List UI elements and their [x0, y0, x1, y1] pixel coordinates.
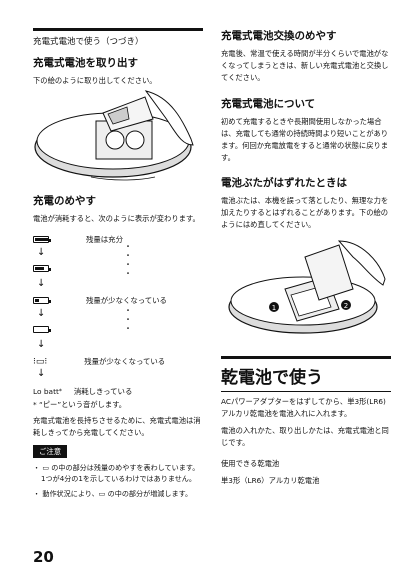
right-column: 充電式電池交換のめやす 充電後、常温で使える時間が半分くらいで電池がなくなってし… [221, 0, 391, 487]
remove-heading: 充電式電池を取り出す [33, 57, 138, 69]
note-item: ・ 動作状況により、▭ の中の部分が増減します。 [33, 489, 193, 498]
title-rule [221, 391, 391, 392]
battery-three-quarter-row [33, 265, 53, 272]
down-arrow-icon: ↓ [37, 308, 46, 319]
about-text: 初めて充電するときや長期間使用しなかった場合は、充電しても通常の持続時間より短い… [221, 117, 389, 162]
section-bar [221, 356, 391, 359]
note-label: ご注意 [33, 445, 68, 458]
blinking-battery-icon: ⁝▭⁝ [33, 356, 48, 367]
lobatt-label: Lo batt [33, 387, 59, 396]
usable-heading: 使用できる乾電池 [221, 459, 280, 468]
replace-heading: 充電式電池交換のめやす [221, 30, 337, 42]
dry-text-2: 電池の入れかた、取り出しかたは、充電式電池と同じです。 [221, 426, 389, 447]
svg-text:2: 2 [344, 302, 348, 310]
battery-low-row: 残量が少なくなっている [33, 295, 167, 306]
page-number: 20 [33, 548, 54, 566]
lobatt-text: 消耗しきっている [73, 387, 133, 396]
recharge-text: 充電式電池を長持ちさせるために、充電式電池は消耗しきってから充電してください。 [33, 416, 201, 437]
replace-text: 充電後、常温で使える時間が半分くらいで電池がなくなってしまうときは、新しい充電式… [221, 49, 389, 82]
lid-text: 電池ぶたは、本機を誤って落としたり、無理な力を加えたりするとはずれることがありま… [221, 196, 389, 229]
lobatt-row: Lo batt* 消耗しきっている [33, 387, 133, 396]
section-title: 充電式電池で使う（つづき） [33, 37, 144, 47]
beep-text: * “ピー”という音がします。 [33, 400, 127, 409]
battery-blink-row: ⁝▭⁝ 残量が少なくなっている [33, 356, 165, 367]
remove-text: 下の絵のように取り出してください。 [33, 76, 157, 85]
battery-three-quarter-icon [33, 265, 51, 272]
battery-full-row: 残量は充分 [33, 234, 123, 245]
dry-text-1: ACパワーアダプターをはずしてから、単3形(LR6)アルカリ乾電池を電池入れに入… [221, 397, 386, 418]
about-heading: 充電式電池について [221, 98, 316, 110]
lid-reattach-illustration: 1 2 [221, 237, 391, 341]
battery-empty-icon [33, 326, 51, 333]
player-battery-removal-image [34, 90, 194, 181]
dots: ・・・ [124, 306, 132, 333]
down-arrow-icon: ↓ [37, 278, 46, 289]
left-column: 充電式電池で使う（つづき） 充電式電池を取り出す 下の絵のように取り出してくださ… [33, 0, 203, 499]
battery-full-icon [33, 236, 51, 243]
meter-text: 電池が消耗すると、次のように表示が変わります。 [33, 214, 200, 223]
remove-illustration [33, 89, 203, 187]
battery-empty-row [33, 326, 53, 333]
note-item: ・ ▭ の中の部分は残量のめやすを表わしています。1つが4分の1を示しているわけ… [33, 463, 200, 483]
dots: ・・・・ [124, 242, 132, 278]
down-arrow-icon: ↓ [37, 339, 46, 350]
dry-battery-title: 乾電池で使う [221, 368, 323, 388]
meter-label-blinking: 残量が少なくなっている [84, 357, 166, 366]
meter-label-low: 残量が少なくなっている [86, 296, 167, 305]
usable-text: 単3形（LR6）アルカリ乾電池 [221, 476, 320, 485]
meter-heading: 充電のめやす [33, 195, 96, 207]
player-lid-reattach-image: 1 2 [228, 240, 386, 334]
svg-text:1: 1 [272, 304, 276, 312]
lid-heading: 電池ぶたがはずれたときは [221, 177, 347, 189]
battery-meter-sequence: 残量は充分 ↓ ・・・・ ↓ 残量が少なくなっている ↓ ・・・ ↓ ⁝▭⁝ 残… [33, 230, 203, 400]
down-arrow-icon: ↓ [37, 247, 46, 258]
battery-low-icon [33, 297, 51, 304]
meter-label-full: 残量は充分 [86, 235, 123, 244]
down-arrow-icon: ↓ [37, 368, 46, 379]
section-bar [33, 28, 203, 31]
